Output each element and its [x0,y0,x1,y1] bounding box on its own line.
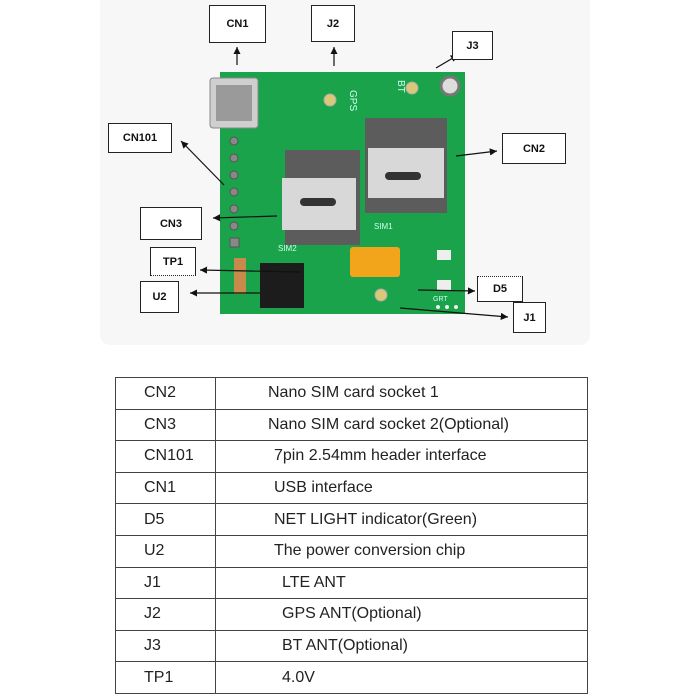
component-ref: U2 [115,534,216,568]
component-ref: CN1 [115,471,216,505]
component-description: GPS ANT(Optional) [215,598,588,631]
component-ref: J1 [115,566,216,600]
component-ref: CN101 [115,440,216,473]
silk-sim2: SIM2 [278,244,297,253]
component-ref: CN3 [115,408,216,442]
component-description: 4.0V [215,661,588,694]
component-ref: J3 [115,629,216,663]
component-ref: TP1 [115,661,216,694]
gps-antenna-connector [323,93,337,107]
callout-d5: D5 [477,276,523,302]
callout-j2: J2 [311,5,355,42]
bt-antenna-connector [405,81,419,95]
silk-gps: GPS [347,90,358,111]
component-description: 7pin 2.54mm header interface [215,440,588,473]
silk-grt: GRT [433,296,448,303]
lte-antenna-connector [374,288,388,302]
component-ref: CN2 [115,377,216,410]
callout-cn3: CN3 [140,207,202,240]
component-description: Nano SIM card socket 1 [215,377,588,410]
component-description: LTE ANT [215,566,588,600]
component-description: Nano SIM card socket 2(Optional) [215,408,588,442]
callout-j1: J1 [513,302,546,333]
silk-bt: BT [395,80,406,93]
component-ref: J2 [115,598,216,631]
component-description: USB interface [215,471,588,505]
component-description: BT ANT(Optional) [215,629,588,663]
component-description: NET LIGHT indicator(Green) [215,503,588,536]
tantalum-capacitor [350,247,400,277]
u2-chip [260,263,304,308]
pcb-diagram: GPS BT SIM1 SIM2 GRT [180,47,509,320]
mounting-hole [439,75,461,97]
callout-j3: J3 [452,31,493,60]
callout-arrows [180,47,509,320]
callout-tp1: TP1 [150,247,196,276]
callout-cn101: CN101 [108,123,172,153]
silk-sim1: SIM1 [374,222,393,231]
callout-u2: U2 [140,281,179,313]
callout-cn1: CN1 [209,5,266,43]
callout-cn2: CN2 [502,133,566,164]
component-ref: D5 [115,503,216,536]
component-description: The power conversion chip [215,534,588,568]
pcb-board: GPS BT SIM1 SIM2 GRT [209,72,465,314]
